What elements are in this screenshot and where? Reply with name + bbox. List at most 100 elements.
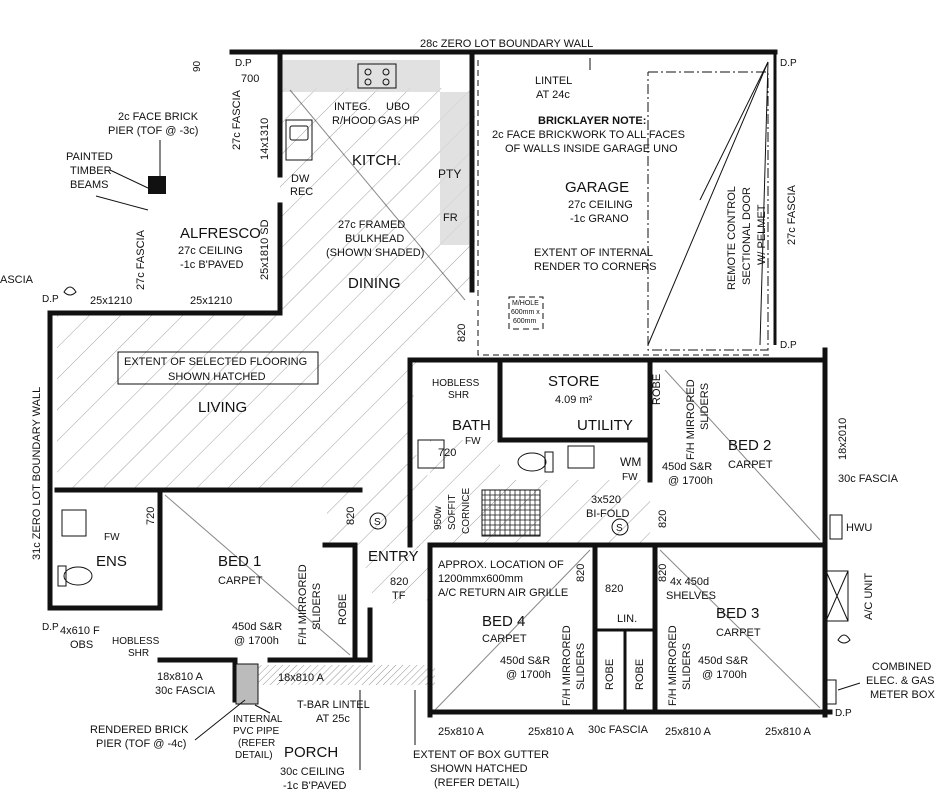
sr-b3-1: 450d S&R: [698, 655, 748, 667]
robe-label: ROBE: [651, 374, 663, 405]
dp-label: D.P: [42, 294, 59, 305]
window-25x810: 25x810 A: [528, 726, 575, 738]
room-garage: GARAGE: [565, 179, 629, 196]
bifold-2: BI-FOLD: [586, 508, 629, 520]
garage-ceiling: 27c CEILING: [568, 199, 633, 211]
smoke-label: S: [616, 523, 623, 534]
dp-label: D.P: [780, 340, 797, 351]
ac-grille-2: 1200mmx600mm: [438, 573, 523, 585]
rec-label: REC: [290, 186, 313, 198]
room-living: LIVING: [198, 399, 247, 416]
brick-pier-2: PIER (TOF @ -3c): [108, 125, 198, 137]
tbar-lintel-2: AT 25c: [316, 713, 350, 725]
wm-label: WM: [620, 455, 641, 469]
box-gutter-1: EXTENT OF BOX GUTTER: [413, 749, 549, 761]
shelves-2: SHELVES: [666, 590, 716, 602]
ac-unit-label: A/C UNIT: [863, 573, 875, 620]
alfresco-ceiling: 27c CEILING: [178, 245, 243, 257]
dim-25x1810sd: 25x1810 SD: [259, 219, 271, 280]
rhood-label: R/HOOD: [332, 115, 376, 127]
extent-floor-1: EXTENT OF SELECTED FLOORING: [124, 356, 307, 368]
bricklayer-note-1: 2c FACE BRICKWORK TO ALL FACES: [492, 129, 685, 141]
bricklayer-note-2: OF WALLS INSIDE GARAGE UNO: [505, 143, 678, 155]
robe-label: ROBE: [337, 594, 349, 625]
bed2-carpet: CARPET: [728, 459, 773, 471]
door-820tf-2: TF: [392, 590, 406, 602]
window-18x810-b: 18x810 A: [278, 672, 325, 684]
dw-label: DW: [291, 173, 310, 185]
porch-ceiling: 30c CEILING: [280, 766, 345, 778]
pvc-pipe-1: INTERNAL: [233, 714, 283, 725]
hobless-shr-2: SHR: [448, 390, 469, 401]
door-820: 820: [657, 510, 669, 528]
window-25x810: 25x810 A: [665, 726, 712, 738]
meter-box-1: COMBINED: [872, 661, 931, 673]
cooktop-icon: [357, 63, 397, 89]
room-alfresco: ALFRESCO: [180, 225, 261, 242]
bed4-carpet: CARPET: [482, 633, 527, 645]
smoke-detector-icon: [369, 512, 629, 536]
garage-details: [477, 60, 770, 356]
room-bed4: BED 4: [482, 613, 525, 630]
mhole-3: 600mm: [513, 318, 537, 325]
sr-b3-2: @ 1700h: [702, 669, 747, 681]
room-ens: ENS: [96, 553, 127, 570]
sr-b2-2: @ 1700h: [668, 475, 713, 487]
a-c-return-grille-icon: [481, 489, 541, 537]
fascia-30c-bottom: 30c FASCIA: [155, 685, 216, 697]
walls: [47, 49, 833, 718]
door-720: 720: [145, 507, 157, 525]
door-820: 820: [605, 583, 623, 595]
room-dining: DINING: [348, 275, 401, 292]
painted-3: BEAMS: [70, 179, 109, 191]
room-kitch: KITCH.: [352, 152, 401, 169]
fh-mirrored-2: SLIDERS: [681, 643, 693, 690]
robe-label: ROBE: [604, 659, 616, 690]
fascia-label: 27c FASCIA: [135, 229, 147, 290]
leaders: [95, 58, 861, 770]
smoke-label: S: [374, 517, 381, 528]
dim-14x1310: 14x1310: [259, 118, 271, 160]
dim-700: 700: [241, 73, 259, 85]
remote-door-1: REMOTE CONTROL: [726, 186, 738, 290]
mhole-1: M/HOLE: [512, 300, 539, 307]
bulkhead-2: BULKHEAD: [345, 233, 404, 245]
fh-mirrored-2: SLIDERS: [311, 583, 323, 630]
sr-b4-2: @ 1700h: [506, 669, 551, 681]
dp-label: D.P: [42, 622, 59, 633]
fh-mirrored-1: F/H MIRRORED: [297, 564, 309, 645]
window-18x2010: 18x2010: [837, 418, 849, 460]
room-store: STORE: [548, 373, 599, 390]
pvc-pipe-4: DETAIL): [235, 750, 273, 761]
ac-grille-3: A/C RETURN AIR GRILLE: [438, 587, 568, 599]
fh-mirrored-2: SLIDERS: [699, 383, 711, 430]
painted-2: TIMBER: [70, 165, 112, 177]
window-25x810: 25x810 A: [438, 726, 485, 738]
door-720: 720: [438, 447, 456, 459]
fw-label: FW: [104, 532, 120, 543]
box-gutter-3: (REFER DETAIL): [434, 777, 519, 789]
fh-mirrored-1: F/H MIRRORED: [667, 625, 679, 706]
rendered-pier-2: PIER (TOF @ -4c): [96, 738, 186, 750]
hobless-ens-1: HOBLESS: [112, 636, 160, 647]
window-25x1210: 25x1210: [90, 295, 132, 307]
fw-label: FW: [465, 436, 481, 447]
dp-label: D.P: [235, 58, 252, 69]
lintel-label: LINTEL: [535, 75, 572, 87]
fascia-label: 27c FASCIA: [231, 89, 243, 150]
dp-label: D.P: [780, 58, 797, 69]
meter-box-3: METER BOX: [870, 689, 935, 701]
room-bath: BATH: [452, 417, 491, 434]
fr-label: FR: [443, 212, 458, 224]
bricklayer-note-title: BRICKLAYER NOTE:: [538, 115, 646, 127]
soffit-3: CORNICE: [461, 488, 472, 534]
fh-mirrored-1: F/H MIRRORED: [685, 379, 697, 460]
store-area: 4.09 m²: [555, 394, 593, 406]
meter-box-2: ELEC. & GAS: [866, 675, 934, 687]
sr-b1-1: 450d S&R: [232, 621, 282, 633]
fh-mirrored-2: SLIDERS: [575, 643, 587, 690]
robe-label: ROBE: [634, 659, 646, 690]
window-18x810-a: 18x810 A: [157, 671, 204, 683]
extent-render-2: RENDER TO CORNERS: [534, 261, 656, 273]
dim-90: 90: [192, 60, 203, 72]
